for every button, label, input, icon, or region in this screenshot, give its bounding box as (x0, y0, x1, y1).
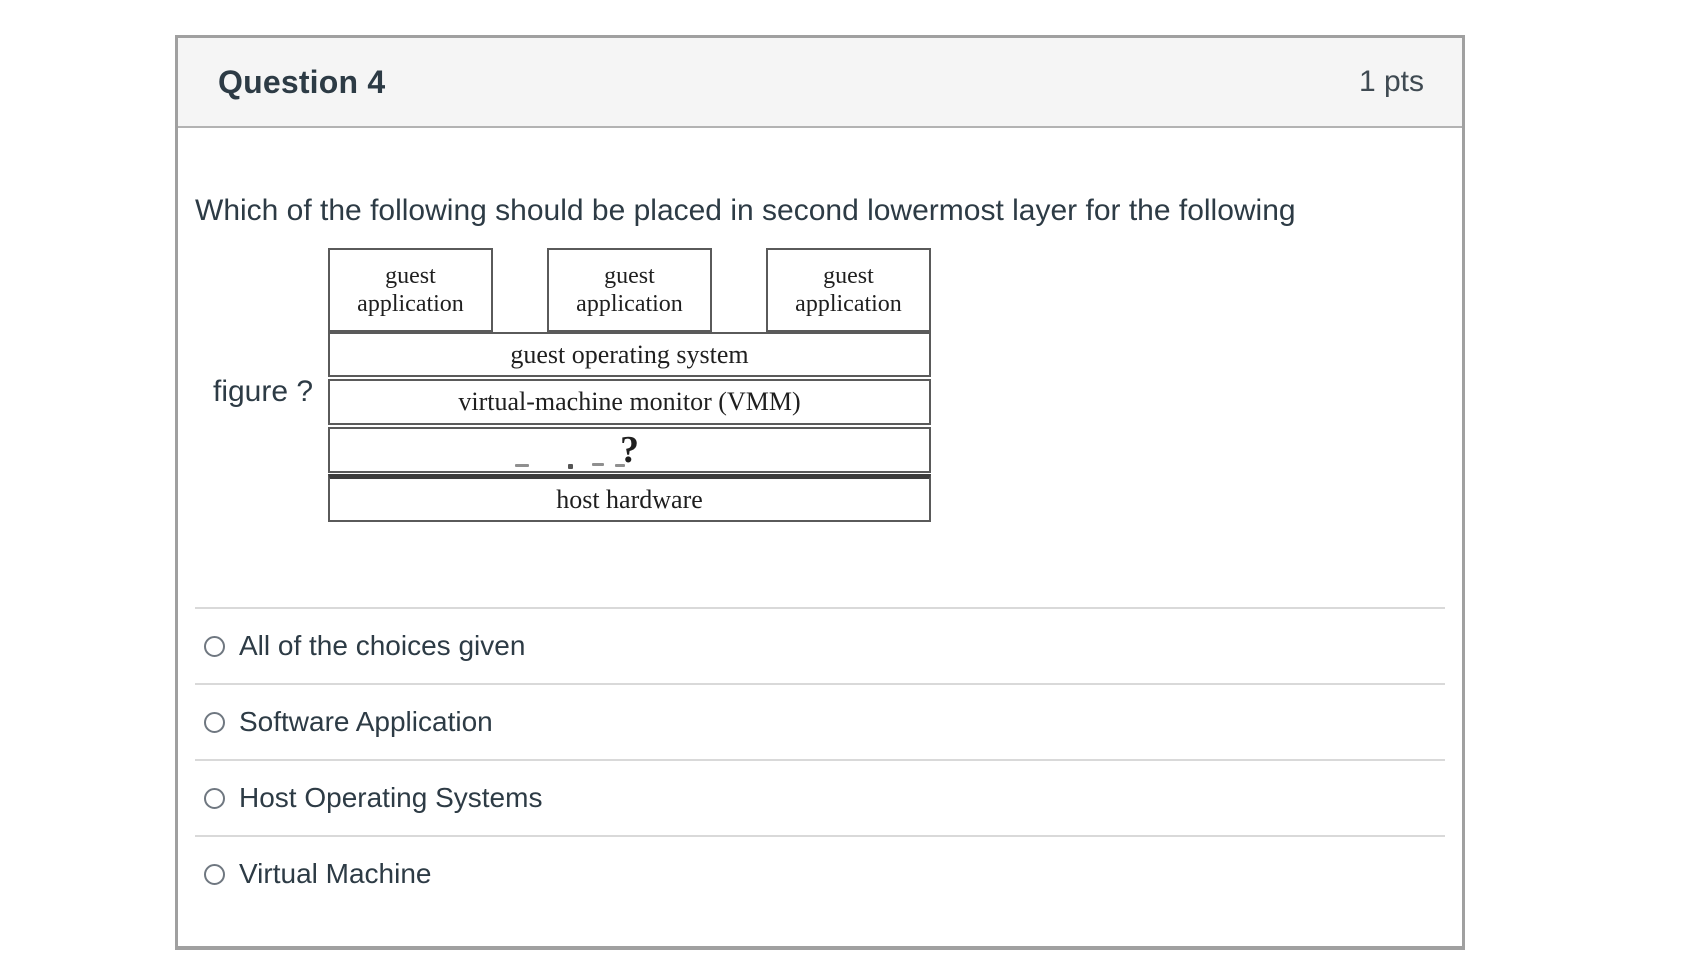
answer-option-4[interactable]: Virtual Machine (195, 835, 1445, 911)
guest-application-box: guest application (547, 248, 712, 332)
guest-application-row: guest application guest application gues… (328, 248, 931, 332)
guest-box-text: guest (385, 263, 436, 289)
option-label: Virtual Machine (239, 858, 432, 889)
guest-box-text: guest (604, 263, 655, 289)
host-hardware-layer: host hardware (328, 474, 931, 522)
scan-artifact (568, 464, 573, 469)
guest-box-text: guest (823, 263, 874, 289)
guest-box-text: application (795, 291, 902, 317)
guest-box-text: application (357, 291, 464, 317)
question-card: Question 4 1 pts Which of the following … (175, 35, 1465, 950)
unknown-layer: ? (328, 427, 931, 473)
scan-artifact (515, 464, 529, 467)
answer-options: All of the choices given Software Applic… (195, 607, 1445, 911)
guest-application-box: guest application (766, 248, 931, 332)
answer-option-3[interactable]: Host Operating Systems (195, 759, 1445, 835)
vmm-layer: virtual-machine monitor (VMM) (328, 379, 931, 425)
figure-label: figure ? (213, 375, 314, 408)
option-label: Software Application (239, 706, 493, 737)
vm-architecture-figure-image: guest application guest application gues… (328, 248, 931, 522)
points-label: 1 pts (1358, 65, 1424, 98)
radio-button[interactable] (204, 863, 225, 885)
answer-option-2[interactable]: Software Application (195, 683, 1445, 759)
guest-application-box: guest application (328, 248, 493, 332)
question-title: Question 4 (218, 63, 386, 100)
scan-artifact (592, 463, 604, 466)
answer-option-1[interactable]: All of the choices given (195, 607, 1445, 683)
radio-button[interactable] (204, 635, 225, 657)
question-text: Which of the following should be placed … (195, 194, 1296, 227)
option-label: All of the choices given (239, 630, 526, 661)
guest-box-text: application (576, 291, 683, 317)
scan-artifact (615, 464, 625, 467)
question-mark-text: ? (620, 429, 639, 471)
radio-button[interactable] (204, 787, 225, 809)
radio-button[interactable] (204, 711, 225, 733)
guest-os-layer: guest operating system (328, 332, 931, 377)
question-header: Question 4 1 pts (178, 38, 1462, 128)
option-label: Host Operating Systems (239, 782, 543, 813)
